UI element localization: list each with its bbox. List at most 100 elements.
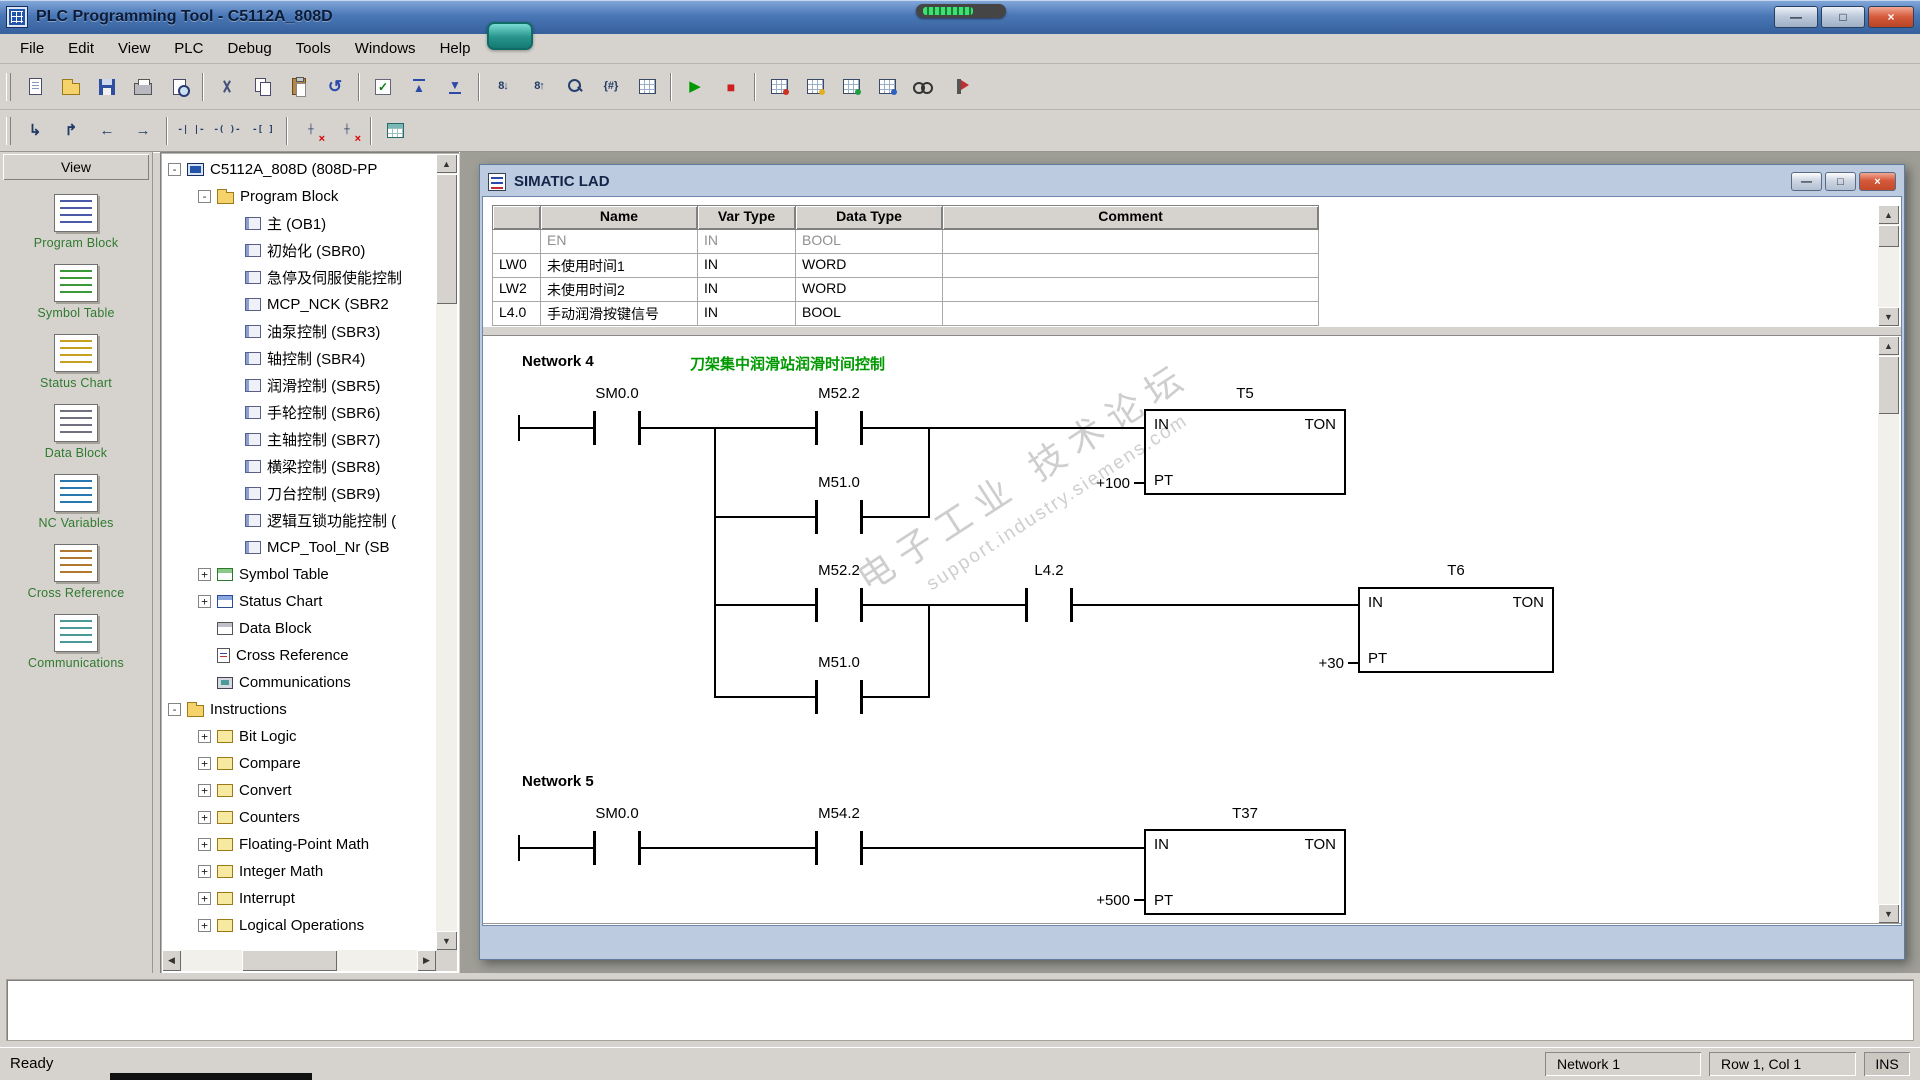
- expand-icon[interactable]: +: [198, 595, 211, 608]
- collapse-icon[interactable]: -: [168, 163, 181, 176]
- tree-item[interactable]: MCP_NCK (SBR2: [162, 291, 436, 318]
- menu-plc[interactable]: PLC: [162, 37, 215, 60]
- tree-item-communications[interactable]: Communications: [162, 669, 436, 696]
- comment-cell[interactable]: [943, 230, 1319, 254]
- compile-button[interactable]: ✓: [365, 70, 401, 104]
- sort-ascending-button[interactable]: 8↓: [485, 70, 521, 104]
- contact-sm0-0[interactable]: [593, 411, 641, 445]
- maximize-button[interactable]: □: [1821, 6, 1865, 28]
- sort-descending-button[interactable]: 8↑: [521, 70, 557, 104]
- tree-item-bit-logic[interactable]: +Bit Logic: [162, 723, 436, 750]
- toolbar-grip[interactable]: [6, 117, 11, 145]
- menu-edit[interactable]: Edit: [56, 37, 106, 60]
- view-glasses-button[interactable]: [905, 70, 941, 104]
- menu-file[interactable]: File: [8, 37, 56, 60]
- expand-icon[interactable]: +: [198, 730, 211, 743]
- name-cell[interactable]: EN: [541, 230, 698, 254]
- insert-network-button[interactable]: {#}: [593, 70, 629, 104]
- contact-m52-2[interactable]: [815, 411, 863, 445]
- tree-item[interactable]: 轴控制 (SBR4): [162, 345, 436, 372]
- tree-item-program-block[interactable]: -Program Block: [162, 183, 436, 210]
- comment-cell[interactable]: [943, 254, 1319, 278]
- tree-item[interactable]: 手轮控制 (SBR6): [162, 399, 436, 426]
- expand-icon[interactable]: +: [198, 892, 211, 905]
- tree-item[interactable]: 横梁控制 (SBR8): [162, 453, 436, 480]
- tree-item[interactable]: 初始化 (SBR0): [162, 237, 436, 264]
- expand-icon[interactable]: +: [198, 568, 211, 581]
- data-type-cell[interactable]: BOOL: [796, 230, 943, 254]
- var-type-cell[interactable]: IN: [698, 302, 796, 326]
- find-button[interactable]: [557, 70, 593, 104]
- data-type-cell[interactable]: WORD: [796, 254, 943, 278]
- network5-label[interactable]: Network 5: [522, 773, 594, 790]
- scrollbar-thumb[interactable]: [242, 950, 337, 971]
- scroll-up-button[interactable]: ▲: [1878, 205, 1899, 224]
- scroll-down-button[interactable]: ▼: [436, 931, 457, 950]
- insert-horizontal-button[interactable]: ┼×: [329, 114, 365, 148]
- save-all-button[interactable]: [89, 70, 125, 104]
- scrollbar-thumb[interactable]: [1878, 225, 1899, 247]
- tree-item[interactable]: 润滑控制 (SBR5): [162, 372, 436, 399]
- column-header-data-type[interactable]: Data Type: [796, 205, 943, 230]
- menu-debug[interactable]: Debug: [215, 37, 283, 60]
- child-close-button[interactable]: ×: [1859, 172, 1896, 191]
- view-item-symbol-table[interactable]: Symbol Table: [0, 264, 152, 320]
- scrollbar-thumb[interactable]: [436, 174, 457, 304]
- cut-button[interactable]: [209, 70, 245, 104]
- overlay-widget[interactable]: [487, 22, 533, 50]
- insert-coil-button[interactable]: -( )-: [209, 114, 245, 148]
- collapse-icon[interactable]: -: [168, 703, 181, 716]
- tree-item-integer-math[interactable]: +Integer Math: [162, 858, 436, 885]
- expand-icon[interactable]: +: [198, 838, 211, 851]
- tree-item[interactable]: 油泵控制 (SBR3): [162, 318, 436, 345]
- tree-horizontal-scrollbar[interactable]: ◀ ▶: [162, 950, 436, 971]
- new-button[interactable]: [17, 70, 53, 104]
- network4-label[interactable]: Network 4: [522, 353, 594, 370]
- menu-help[interactable]: Help: [428, 37, 483, 60]
- print-preview-button[interactable]: [161, 70, 197, 104]
- tree-item[interactable]: 逻辑互锁功能控制 (: [162, 507, 436, 534]
- tree-item-root[interactable]: -C5112A_808D (808D-PP: [162, 156, 436, 183]
- comment-cell[interactable]: [943, 278, 1319, 302]
- view-item-communications[interactable]: Communications: [0, 614, 152, 670]
- write-status-button[interactable]: [869, 70, 905, 104]
- run-button[interactable]: ▶: [677, 70, 713, 104]
- print-button[interactable]: [125, 70, 161, 104]
- tree-item[interactable]: 急停及伺服使能控制: [162, 264, 436, 291]
- expand-icon[interactable]: +: [198, 757, 211, 770]
- timer-preset[interactable]: +100: [1070, 475, 1130, 492]
- expand-icon[interactable]: +: [198, 811, 211, 824]
- navigate-left-button[interactable]: ←: [89, 114, 125, 148]
- scroll-left-button[interactable]: ◀: [162, 950, 181, 971]
- menu-view[interactable]: View: [106, 37, 162, 60]
- tree-item-interrupt[interactable]: +Interrupt: [162, 885, 436, 912]
- minimize-button[interactable]: —: [1774, 6, 1818, 28]
- toolbar-grip[interactable]: [6, 73, 11, 101]
- timer-preset[interactable]: +30: [1284, 655, 1344, 672]
- expand-icon[interactable]: +: [198, 919, 211, 932]
- address-cell[interactable]: L4.0: [492, 302, 541, 326]
- tree-vertical-scrollbar[interactable]: ▲ ▼: [436, 154, 457, 950]
- program-status-button[interactable]: [761, 70, 797, 104]
- tree-item[interactable]: MCP_Tool_Nr (SB: [162, 534, 436, 561]
- tree-item-instructions[interactable]: -Instructions: [162, 696, 436, 723]
- var-type-cell[interactable]: IN: [698, 254, 796, 278]
- expand-icon[interactable]: +: [198, 865, 211, 878]
- address-table-button[interactable]: [629, 70, 665, 104]
- address-cell[interactable]: LW2: [492, 278, 541, 302]
- output-pane[interactable]: [6, 979, 1914, 1041]
- tree-item[interactable]: 主 (OB1): [162, 210, 436, 237]
- child-restore-button[interactable]: □: [1825, 172, 1856, 191]
- column-header-name[interactable]: Name: [541, 205, 698, 230]
- bookmark-button[interactable]: [941, 70, 977, 104]
- tree-item-status-chart[interactable]: +Status Chart: [162, 588, 436, 615]
- insert-box-button[interactable]: -[ ]: [245, 114, 281, 148]
- var-type-cell[interactable]: IN: [698, 278, 796, 302]
- tree-item-compare[interactable]: +Compare: [162, 750, 436, 777]
- data-type-cell[interactable]: WORD: [796, 278, 943, 302]
- ladder-vertical-scrollbar[interactable]: ▲ ▼: [1878, 336, 1899, 923]
- menu-tools[interactable]: Tools: [284, 37, 343, 60]
- timer-preset[interactable]: +500: [1070, 892, 1130, 909]
- menu-windows[interactable]: Windows: [343, 37, 428, 60]
- timer-box-t37[interactable]: IN TON PT: [1144, 829, 1346, 915]
